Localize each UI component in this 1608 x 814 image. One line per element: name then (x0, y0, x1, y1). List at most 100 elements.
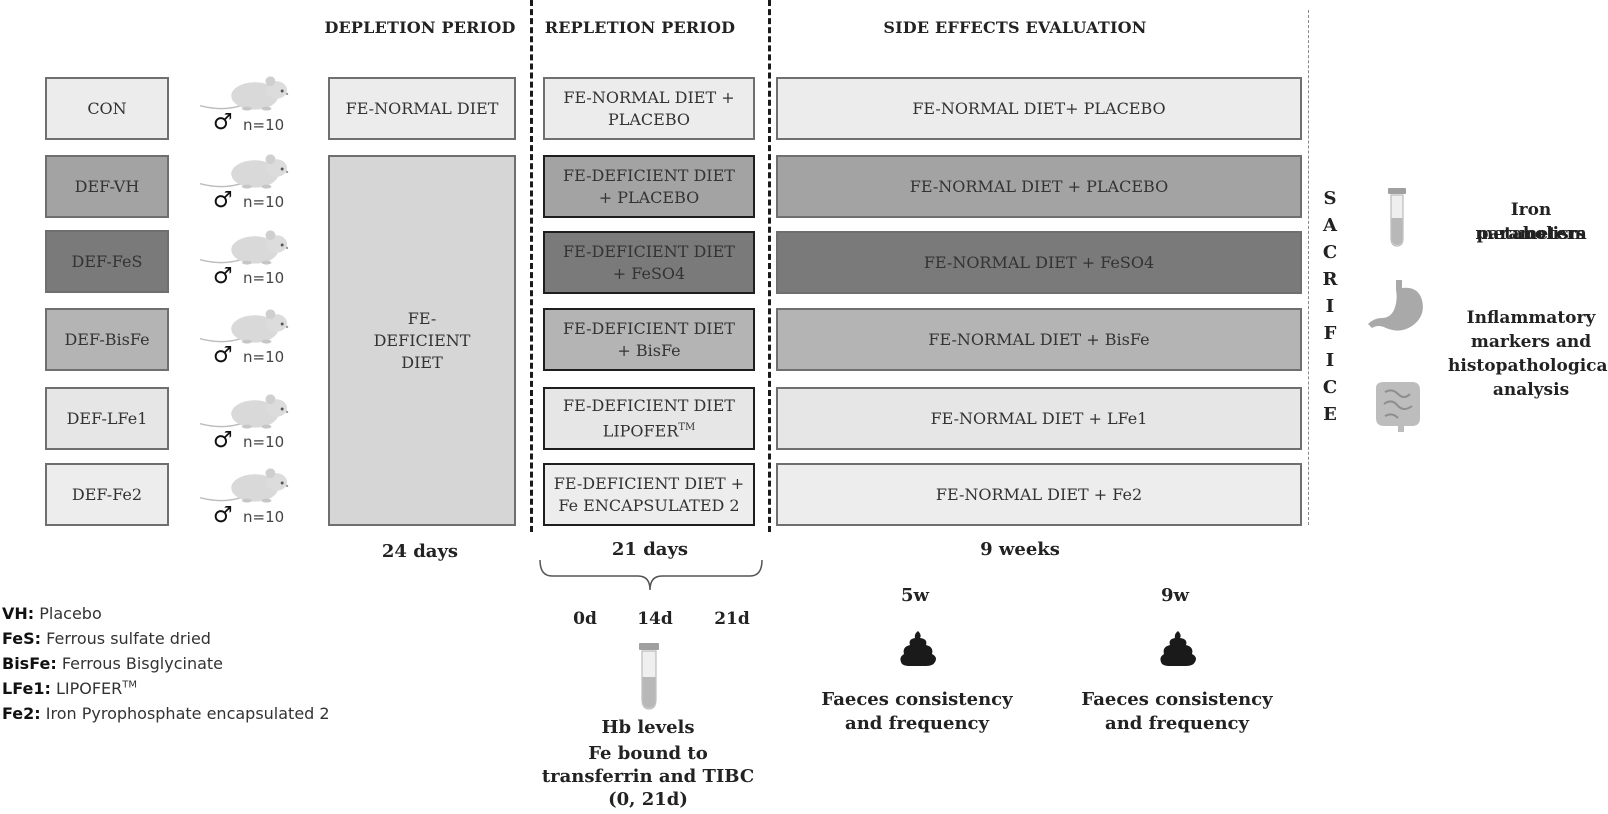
faeces-icon (900, 631, 936, 666)
timepoint-14d: 14d (637, 609, 673, 629)
group-count: n=10 (243, 348, 285, 366)
trademark-sup: TM (122, 679, 137, 691)
group-count: n=10 (243, 433, 285, 451)
mouse-icon (199, 467, 289, 504)
legend-text: Ferrous sulfate dried (41, 629, 211, 648)
legend-abbr: FeS: (2, 629, 42, 648)
side-effects-box-def-fes: FE-NORMAL DIET + FeSO4 (776, 231, 1302, 294)
sacrifice-letter: I (1325, 350, 1335, 371)
header-repletion-period: REPLETION PERIOD (544, 18, 736, 37)
mouse-icon (199, 393, 289, 430)
repletion-box-def-bisfe: FE-DEFICIENT DIET + BisFe (543, 308, 755, 371)
separator-depletion-repletion (530, 0, 533, 532)
group-box-def-fe2: DEF-Fe2 (45, 463, 169, 526)
repletion-box-con: FE-NORMAL DIET + PLACEBO (543, 77, 755, 140)
side-effects-box-def-vh: FE-NORMAL DIET + PLACEBO (776, 155, 1302, 218)
stomach-icon (1368, 280, 1423, 331)
histopathological-label: histopathological (1448, 356, 1608, 376)
legend-item: VH: Placebo (2, 604, 102, 623)
blood-test-tube-icon (639, 643, 659, 710)
repletion-line2: LIPOFER (602, 421, 679, 441)
side-effects-box-con: FE-NORMAL DIET+ PLACEBO (776, 77, 1302, 140)
legend-text: Iron Pyrophosphate encapsulated 2 (40, 704, 330, 723)
fe-bound-label: Fe bound to (588, 743, 708, 764)
repletion-line2: + FeSO4 (612, 263, 686, 283)
male-symbol-icon: ♂ (213, 343, 233, 368)
repletion-box-def-fes: FE-DEFICIENT DIET + FeSO4 (543, 231, 755, 294)
repletion-line2-wrap: LIPOFERTM (603, 417, 696, 442)
repletion-box-def-fe2: FE-DEFICIENT DIET + Fe ENCAPSULATED 2 (543, 463, 755, 526)
sacrifice-letter: R (1322, 269, 1338, 290)
repletion-line2: + BisFe (617, 340, 681, 360)
side-effects-box-def-fe2: FE-NORMAL DIET + Fe2 (776, 463, 1302, 526)
duration-depletion: 24 days (381, 541, 459, 562)
hb-levels-label: Hb levels (601, 717, 695, 738)
faeces-label-line1: Faeces consistency (821, 689, 1013, 710)
repletion-line2: PLACEBO (607, 109, 691, 129)
faeces-week-9w: 9w (1160, 585, 1190, 606)
inflammatory-label: Inflammatory (1466, 308, 1596, 328)
separator-side-effects-sacrifice (1308, 10, 1309, 525)
mouse-icon (199, 75, 289, 112)
trademark-sup: TM (678, 421, 696, 433)
group-count: n=10 (243, 116, 285, 134)
legend-abbr: LFe1: (2, 679, 51, 698)
timepoint-0d: 0d (573, 609, 597, 629)
repletion-line1: FE-DEFICIENT DIET (563, 318, 735, 338)
transferrin-tibc-label: transferrin and TIBC (541, 766, 755, 787)
repletion-box-def-vh: FE-DEFICIENT DIET + PLACEBO (543, 155, 755, 218)
group-count: n=10 (243, 193, 285, 211)
group-box-def-fes: DEF-FeS (45, 230, 169, 293)
faeces-label-line2: and frequency (1105, 713, 1249, 734)
repletion-line1: FE-DEFICIENT DIET (563, 241, 735, 261)
depletion-deficient-diet-box: FE-DEFICIENT DIET (328, 155, 516, 526)
legend-text: Placebo (34, 604, 102, 623)
male-symbol-icon: ♂ (213, 110, 233, 135)
analysis-label: analysis (1492, 380, 1570, 400)
faeces-label-line2: and frequency (845, 713, 989, 734)
repletion-line1: FE-DEFICIENT DIET (563, 395, 735, 415)
iron-metabolism-label: Iron metabolism (1475, 200, 1587, 244)
legend-item: Fe2: Iron Pyrophosphate encapsulated 2 (2, 704, 330, 723)
sacrifice-letter: E (1323, 404, 1337, 425)
legend-abbr: VH: (2, 604, 35, 623)
header-depletion-period: DEPLETION PERIOD (324, 18, 516, 37)
faeces-icon (1160, 631, 1196, 666)
legend-item: BisFe: Ferrous Bisglycinate (2, 654, 223, 673)
legend-text: LIPOFER (50, 679, 123, 698)
repletion-line1: FE-NORMAL DIET + (563, 87, 735, 107)
side-effects-box-def-lfe1: FE-NORMAL DIET + LFe1 (776, 387, 1302, 450)
sacrifice-letter: A (1323, 215, 1337, 236)
legend-text: Ferrous Bisglycinate (56, 654, 223, 673)
inflammatory-label-line2: markers and (1470, 332, 1592, 352)
sacrifice-letter: C (1322, 242, 1338, 263)
group-box-def-vh: DEF-VH (45, 155, 169, 218)
depletion-normal-diet-box: FE-NORMAL DIET (328, 77, 516, 140)
repletion-brace (539, 559, 763, 591)
iron-metabolism-label-line2: parameters (1476, 224, 1586, 244)
repletion-box-def-lfe1: FE-DEFICIENT DIET LIPOFERTM (543, 387, 755, 450)
group-box-def-bisfe: DEF-BisFe (45, 308, 169, 371)
intestine-icon (1376, 382, 1420, 432)
male-symbol-icon: ♂ (213, 264, 233, 289)
separator-repletion-side-effects (768, 0, 771, 532)
male-symbol-icon: ♂ (213, 188, 233, 213)
repletion-line1: FE-DEFICIENT DIET + (553, 473, 745, 493)
mouse-icon (199, 308, 289, 345)
sacrifice-letter: C (1322, 377, 1338, 398)
legend-abbr: BisFe: (2, 654, 57, 673)
sacrifice-letter: I (1325, 296, 1335, 317)
sacrifice-letter: S (1323, 188, 1337, 209)
repletion-line1: FE-DEFICIENT DIET (563, 165, 735, 185)
mouse-icon (199, 153, 289, 190)
group-box-con: CON (45, 77, 169, 140)
male-symbol-icon: ♂ (213, 428, 233, 453)
male-symbol-icon: ♂ (213, 503, 233, 528)
repletion-line2: Fe ENCAPSULATED 2 (558, 495, 740, 515)
header-side-effects-evaluation: SIDE EFFECTS EVALUATION (883, 18, 1147, 37)
group-count: n=10 (243, 269, 285, 287)
sacrifice-letter: F (1323, 323, 1337, 344)
group-count: n=10 (243, 508, 285, 526)
mouse-icon (199, 229, 289, 266)
legend-item: FeS: Ferrous sulfate dried (2, 629, 211, 648)
